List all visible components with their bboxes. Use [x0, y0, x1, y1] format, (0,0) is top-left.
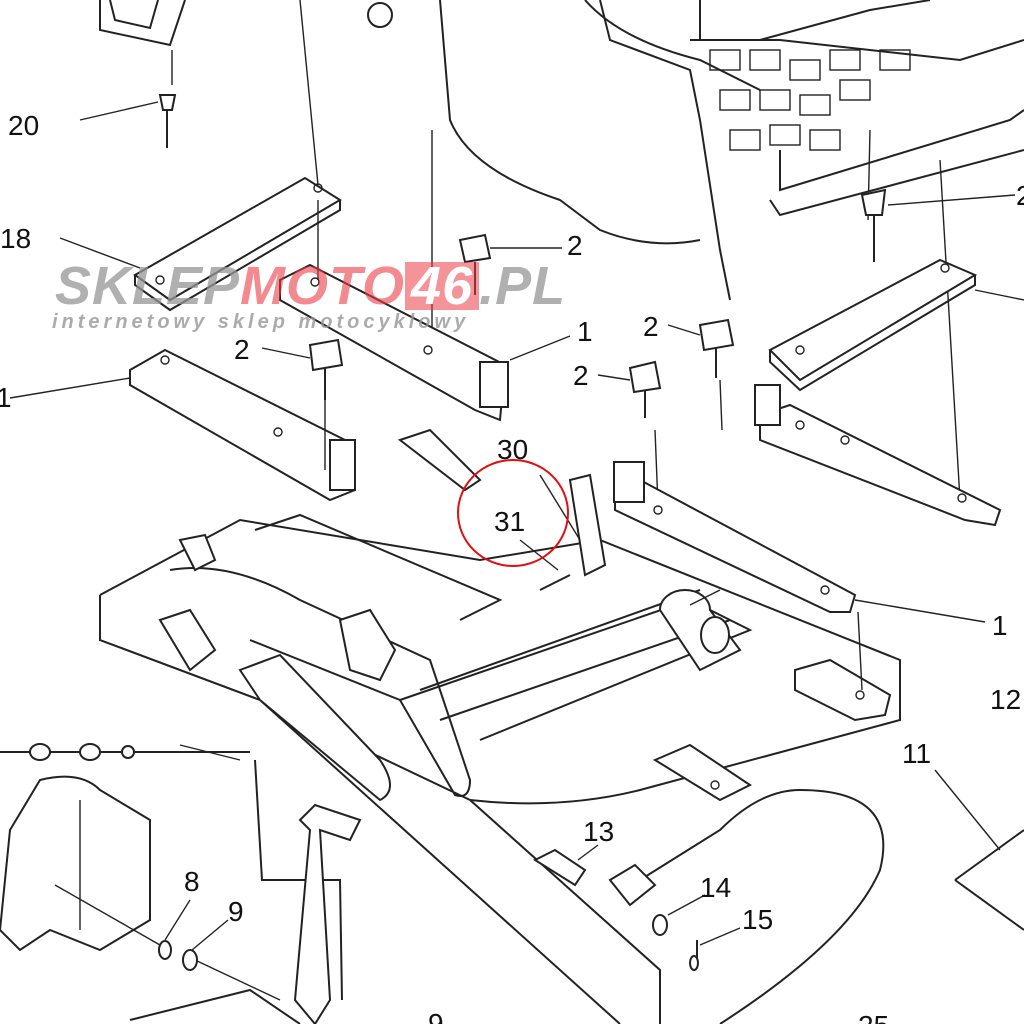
- label-31: 31: [494, 506, 526, 537]
- label-13: 13: [583, 816, 615, 847]
- highlight-circle: [457, 459, 569, 567]
- label-18: 18: [0, 223, 32, 254]
- brake-pedal: [0, 775, 362, 1024]
- label-12: 12: [990, 684, 1022, 715]
- watermark-tagline: internetowy sklep motocyklowy: [52, 311, 470, 333]
- plate-18: [59, 176, 342, 312]
- watermark-text: SKLEP: [55, 256, 241, 316]
- bracket-1-right: [613, 461, 986, 623]
- watermark-text: .PL: [479, 256, 567, 316]
- label-2: 2: [234, 334, 250, 365]
- clevis-parts: [532, 844, 741, 971]
- label-2: 2: [567, 230, 583, 261]
- label-14: 14: [700, 872, 732, 903]
- leader-11: [934, 769, 1001, 851]
- label-9: 9: [428, 1008, 444, 1024]
- bracket-right: [754, 258, 1024, 527]
- label-2: 2: [643, 311, 659, 342]
- label-11: 11: [902, 738, 932, 769]
- bolts-2: [261, 188, 1016, 506]
- rivet-20: [79, 94, 177, 148]
- label-30: 30: [497, 434, 529, 465]
- main-frame: [99, 428, 901, 1024]
- upper-left-bracket: [99, 0, 186, 85]
- cables: [0, 743, 1024, 1024]
- label-1: 1: [992, 610, 1008, 641]
- watermark-text: 46: [405, 259, 480, 313]
- label-25: 25: [858, 1012, 889, 1024]
- label-2: 2: [1016, 180, 1024, 211]
- label-15: 15: [742, 904, 774, 935]
- label-1: 1: [577, 316, 593, 347]
- bracket-1-upper: [279, 200, 571, 422]
- label-8: 8: [184, 866, 200, 897]
- bracket-1-left: [9, 348, 356, 502]
- label-2: 2: [573, 360, 589, 391]
- label-1: 1: [0, 382, 12, 413]
- watermark-text: MOTO: [240, 256, 406, 316]
- upper-console: [299, 0, 1024, 501]
- label-20: 20: [8, 110, 40, 141]
- label-9: 9: [228, 896, 244, 927]
